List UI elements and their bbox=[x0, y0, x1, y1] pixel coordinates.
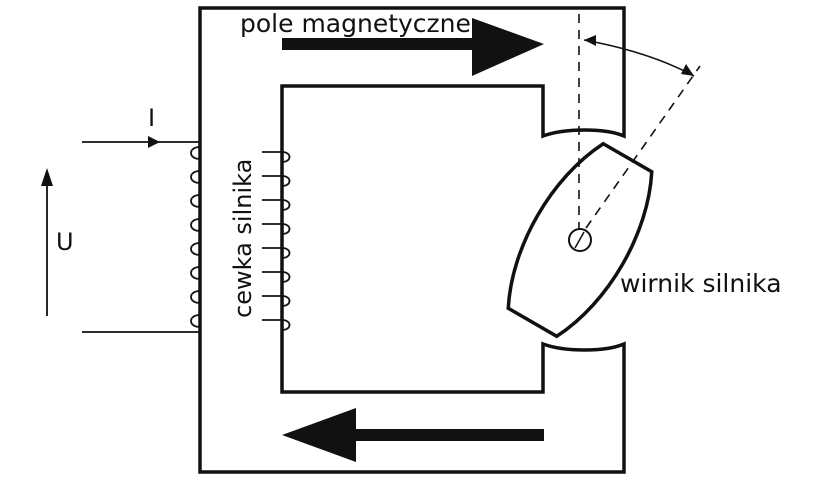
angle-indicator bbox=[578, 14, 701, 229]
supply-leads bbox=[82, 141, 201, 333]
rotor-label: wirnik silnika bbox=[620, 269, 782, 298]
current-label: I bbox=[148, 104, 155, 132]
angle-arrowhead-right bbox=[681, 64, 694, 76]
axis-slot bbox=[574, 231, 585, 249]
voltage-arrow bbox=[41, 168, 53, 316]
rotor-axis bbox=[568, 228, 592, 252]
current-arrowhead bbox=[148, 136, 160, 148]
coil-label: cewka silnika bbox=[229, 159, 257, 318]
coil-windings bbox=[190, 146, 291, 331]
magnetic-field-label: pole magnetyczne bbox=[240, 9, 471, 38]
voltage-label: U bbox=[56, 228, 74, 256]
rotor bbox=[506, 141, 654, 339]
flux-arrow-right bbox=[282, 18, 544, 76]
flux-arrow-left bbox=[282, 408, 544, 462]
angle-arrowhead-left bbox=[584, 35, 596, 46]
stator-core bbox=[198, 6, 626, 474]
